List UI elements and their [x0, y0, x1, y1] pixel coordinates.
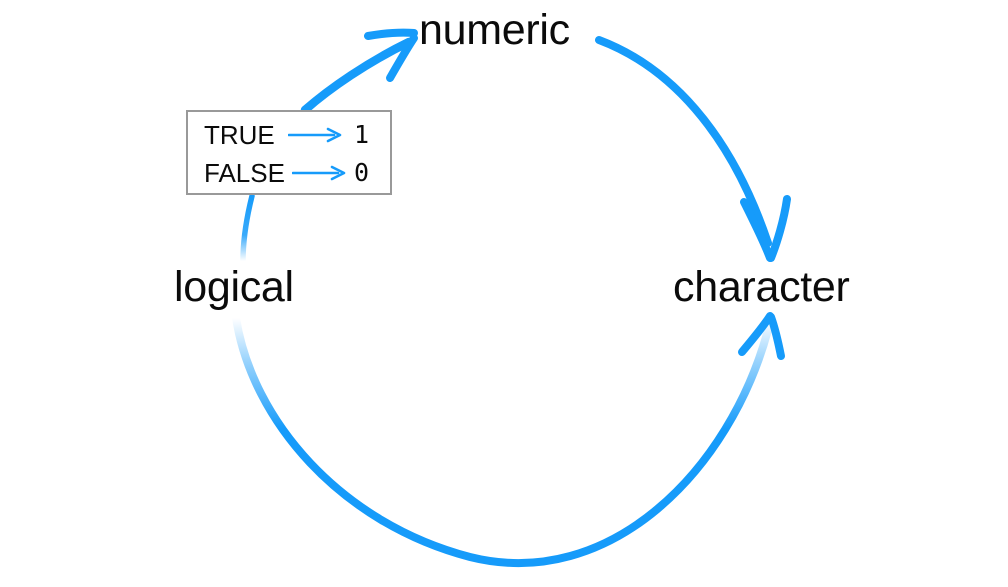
node-label-numeric: numeric: [419, 6, 570, 54]
callout-row-false: FALSE 0: [188, 154, 390, 192]
callout-row-label: TRUE: [204, 120, 275, 150]
callout-row-true: TRUE 1: [188, 116, 390, 154]
node-label-logical: logical: [174, 263, 294, 311]
callout-row-label: FALSE: [204, 158, 285, 188]
edge-logical-to-character: [232, 312, 785, 567]
edge-logical-to-numeric: [240, 28, 418, 264]
right-arrow-icon: [292, 165, 346, 181]
node-label-character: character: [673, 263, 850, 311]
logical-to-numeric-callout: TRUE 1 FALSE 0: [186, 110, 392, 195]
edge-numeric-to-character: [595, 36, 791, 262]
callout-row-value: 1: [354, 120, 370, 149]
right-arrow-icon: [288, 127, 342, 143]
callout-row-value: 0: [354, 158, 370, 187]
